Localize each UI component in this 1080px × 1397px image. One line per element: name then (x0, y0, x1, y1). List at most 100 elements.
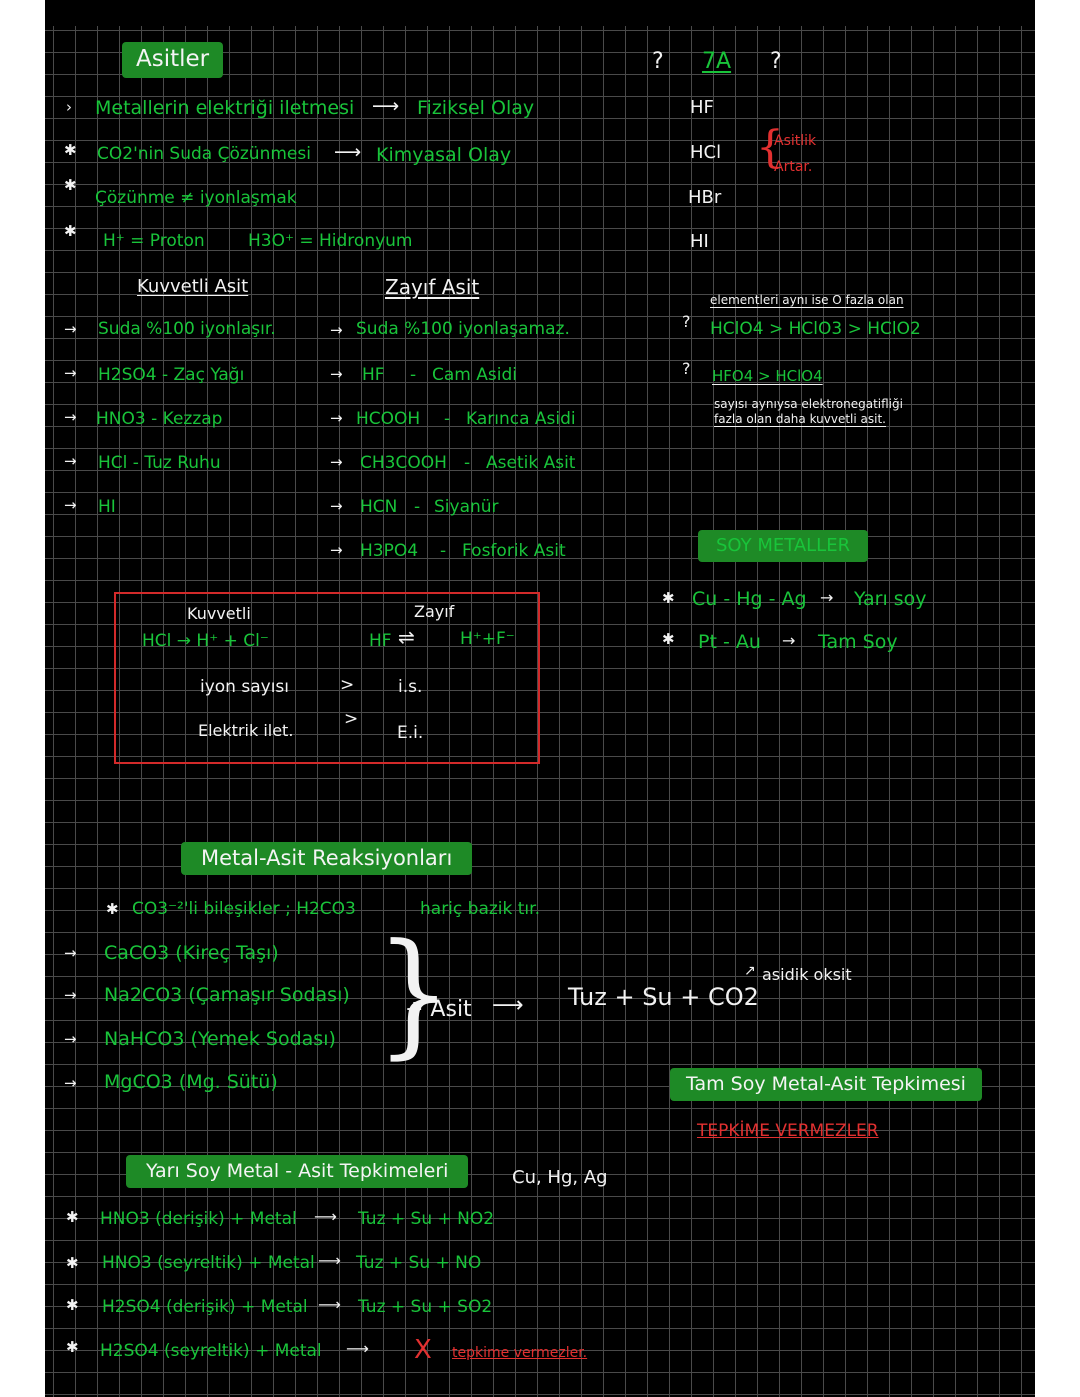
bullet-arrow: → (64, 1074, 77, 1092)
weak-item-fosforik: Fosforik Asit (462, 541, 566, 561)
dash: - (464, 453, 471, 473)
bullet-arrow: → (64, 364, 77, 382)
top-dark-band (45, 0, 1035, 26)
carbonate-item-3: NaHCO3 (Yemek Sodası) (104, 1028, 336, 1050)
heading-asitler: Asitler (122, 42, 224, 78)
strong-item-3: HNO3 - Kezzap (96, 409, 223, 429)
arrow-icon: → (330, 365, 343, 383)
compare-weak-eq-a: HF (369, 631, 392, 651)
question-mark-2: ? (770, 49, 782, 74)
weak-item-hcooh: HCOOH (356, 409, 421, 429)
intro-line4-b: H3O⁺ = Hidronyum (248, 231, 413, 251)
compare-ei: E.i. (397, 723, 424, 743)
yari-row-3-reactants: H2SO4 (derişik) + Metal (102, 1297, 308, 1317)
bullet-arrow: › (66, 98, 72, 116)
yari-row-2-products: Tuz + Su + NO (356, 1253, 482, 1273)
arrow-icon: ⟶ (372, 95, 400, 117)
compare-strong-label: Kuvvetli (187, 604, 251, 623)
weak-item-cam: Cam Asidi (432, 365, 517, 385)
arrow-icon: ⟶ (318, 1295, 341, 1314)
weak-acid-title: Zayıf Asit (385, 275, 480, 299)
strong-item-2: H2SO4 - Zaç Yağı (98, 365, 245, 385)
weak-item-hcn: HCN (360, 497, 398, 517)
group-7a-hf: HF (690, 97, 714, 118)
bullet-arrow: → (64, 986, 77, 1004)
weak-item-siyanur: Siyanür (434, 497, 499, 517)
oxy-note-2b: fazla olan daha kuvvetli asit. (714, 412, 886, 426)
yari-soy-metals: Cu, Hg, Ag (512, 1167, 608, 1188)
bullet-arrow: → (64, 1030, 77, 1048)
tam-soy-result: TEPKİME VERMEZLER (697, 1121, 879, 1141)
weak-item-ch3cooh: CH3COOH (360, 453, 447, 473)
equilibrium-arrow-icon: ⇌ (398, 625, 415, 649)
acidity-note-b: Artar. (774, 159, 813, 175)
strong-acid-title: Kuvvetli Asit (137, 276, 249, 297)
arrow-icon: → (330, 321, 343, 339)
soy-row-2-metals: Pt - Au (698, 631, 761, 653)
question-mark-1: ? (652, 49, 664, 74)
group-7a-hi: HI (690, 231, 709, 252)
soy-row-1-metals: Cu - Hg - Ag (692, 588, 807, 610)
oxy-row-1: HClO4 > HClO3 > HClO2 (710, 319, 921, 339)
bullet-arrow: → (64, 496, 77, 514)
arrow-icon: ⟶ (314, 1207, 337, 1226)
carbonate-item-4: MgCO3 (Mg. Sütü) (104, 1071, 278, 1093)
acidity-note-a: Asitlik (774, 133, 817, 149)
intro-line1-a: Metallerin elektriği iletmesi (95, 97, 355, 119)
weak-item-h3po4: H3PO4 (360, 541, 419, 561)
yari-row-4-reactants: H2SO4 (seyreltik) + Metal (100, 1341, 322, 1361)
bullet-star: ✱ (66, 1296, 79, 1314)
yari-row-3-products: Tuz + Su + SO2 (358, 1297, 493, 1317)
weak-item-hf: HF (362, 365, 385, 385)
arrow-icon: → (330, 453, 343, 471)
bullet-star: ✱ (662, 589, 675, 607)
strong-item-5: HI (98, 497, 116, 517)
dash: - (410, 365, 417, 385)
heading-soy-metaller: SOY METALLER (698, 530, 869, 562)
bullet-star: ✱ (66, 1254, 79, 1272)
arrow-icon: → (330, 409, 343, 427)
arrow-icon: → (330, 541, 343, 559)
arrow-icon: → (820, 588, 834, 607)
carbonate-note-a: CO3⁻²'li bileşikler ; H2CO3 (132, 899, 356, 919)
soy-row-1-type: Yarı soy (854, 588, 927, 610)
arrow-icon: ⟶ (346, 1339, 369, 1358)
group-7a-hcl: HCl (690, 142, 722, 163)
heading-yari-soy: Yarı Soy Metal - Asit Tepkimeleri (126, 1155, 469, 1188)
carbonate-product: Tuz + Su + CO2 (568, 983, 759, 1011)
curly-brace-icon: { (756, 122, 784, 173)
bullet-star: ✱ (66, 1338, 79, 1356)
oxy-row-2: HFO4 > HClO4 (712, 367, 823, 385)
bullet-arrow: → (64, 320, 77, 338)
carbonate-note-b: hariç bazik tır. (420, 899, 540, 919)
bullet-arrow: → (64, 944, 77, 962)
oxy-note-2a: sayısı aynıysa elektronegatifliği (714, 397, 903, 411)
heading-tam-soy: Tam Soy Metal-Asit Tepkimesi (670, 1068, 982, 1101)
strong-item-4: HCl - Tuz Ruhu (98, 453, 221, 473)
weak-item-1: Suda %100 iyonlaşamaz. (356, 319, 570, 339)
yari-row-4-result: tepkime vermezler. (452, 1345, 588, 1361)
compare-strong-equation: HCl → H⁺ + Cl⁻ (142, 631, 269, 651)
intro-line1-b: Fiziksel Olay (417, 97, 535, 119)
intro-line2-a: CO2'nin Suda Çözünmesi (97, 144, 311, 164)
group-7a-title: 7A (702, 49, 732, 74)
arrow-icon: → (782, 631, 796, 650)
acidic-oxide-arrow-icon: ↗ (744, 963, 756, 979)
compare-is: i.s. (398, 677, 423, 697)
group-7a-hbr: HBr (688, 187, 722, 208)
arrow-icon: ⟶ (318, 1251, 341, 1270)
compare-elec-label: Elektrik ilet. (198, 721, 294, 740)
greater-than-1: > (340, 675, 355, 695)
greater-than-2: > (344, 709, 359, 729)
intro-line3: Çözünme ≠ iyonlaşmak (95, 188, 297, 208)
dash: - (440, 541, 447, 561)
bullet-star: ✱ (66, 1208, 79, 1226)
acidic-oxide-label: asidik oksit (762, 965, 852, 984)
bullet-star: ✱ (106, 900, 119, 918)
arrow-icon: ⟶ (492, 993, 524, 1018)
heading-metal-asit: Metal-Asit Reaksiyonları (181, 842, 473, 876)
question-mark-4: ? (682, 359, 691, 378)
soy-row-2-type: Tam Soy (818, 631, 898, 653)
dash: - (414, 497, 421, 517)
bullet-star: ✱ (662, 630, 675, 648)
